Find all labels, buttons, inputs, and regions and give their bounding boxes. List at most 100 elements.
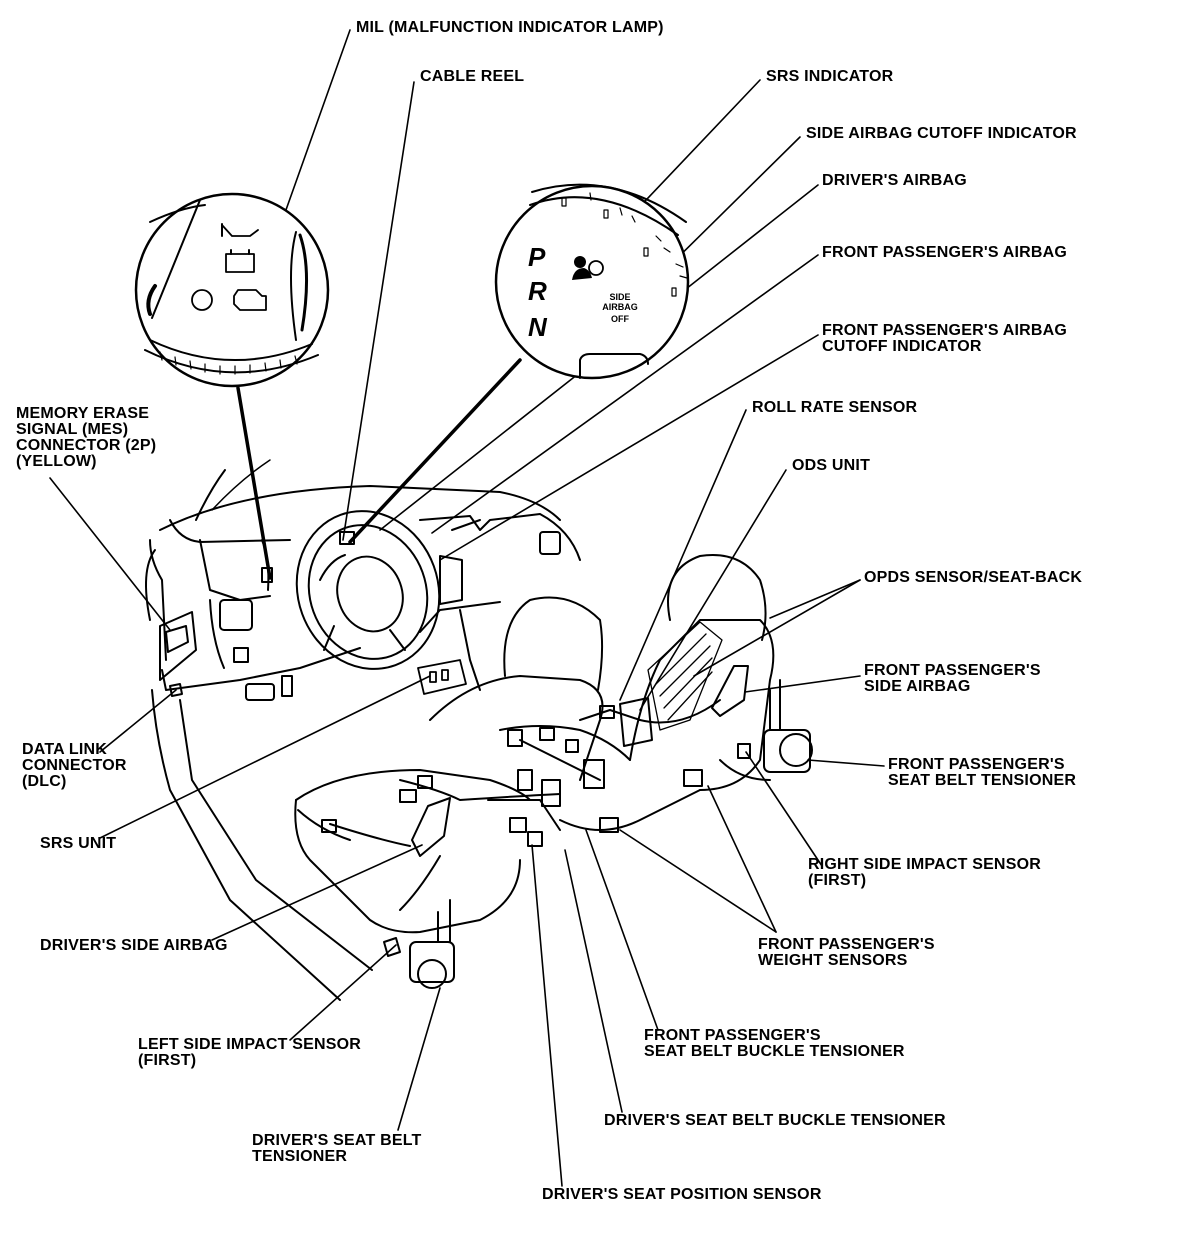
label-pass-buckle-line-1: FRONT PASSENGER'S (644, 1027, 821, 1044)
label-front-passengers-side-airbag: FRONT PASSENGER'S SIDE AIRBAG (864, 663, 1041, 695)
label-drivers-seat-belt-tensioner: DRIVER'S SEAT BELT TENSIONER (252, 1133, 422, 1165)
label-weight-line-1: FRONT PASSENGER'S (758, 936, 935, 953)
left-gauge-detail (134, 192, 330, 388)
label-side-airbag-cutoff-indicator: SIDE AIRBAG CUTOFF INDICATOR (806, 126, 1077, 142)
label-opds-sensor-seat-back: OPDS SENSOR/SEAT-BACK (864, 570, 1082, 586)
label-front-passengers-airbag: FRONT PASSENGER'S AIRBAG (822, 245, 1067, 261)
label-mes-line-4: (YELLOW) (16, 453, 97, 470)
label-seat-position-line-1: DRIVER'S SEAT POSITION SENSOR (542, 1186, 822, 1203)
label-ods-unit: ODS UNIT (792, 458, 870, 474)
label-mil: MIL (MALFUNCTION INDICATOR LAMP) (356, 20, 664, 36)
label-left-impact-line-1: LEFT SIDE IMPACT SENSOR (138, 1036, 361, 1053)
label-mes-line-1: MEMORY ERASE (16, 405, 150, 422)
label-roll-rate-sensor: ROLL RATE SENSOR (752, 400, 917, 416)
leader-ods-unit (639, 469, 787, 711)
leader-passenger-cutoff (439, 334, 819, 561)
label-drivers-airbag: DRIVER'S AIRBAG (822, 173, 967, 189)
label-right-impact-line-1: RIGHT SIDE IMPACT SENSOR (808, 856, 1041, 873)
leader-pass-buckle (585, 829, 659, 1031)
leader-mil (275, 29, 351, 239)
label-mes-connector: MEMORY ERASE SIGNAL (MES) CONNECTOR (2P)… (16, 406, 156, 470)
gear-p-text: P (528, 242, 546, 272)
leader-drv-tensioner (397, 987, 441, 1131)
label-front-passengers-seat-belt-tensioner: FRONT PASSENGER'S SEAT BELT TENSIONER (888, 757, 1076, 789)
dlc-connector (169, 683, 183, 697)
label-ods-unit-line-1: ODS UNIT (792, 457, 871, 474)
dashboard (145, 459, 581, 1001)
label-cable-reel: CABLE REEL (420, 69, 524, 85)
leader-roll-rate (619, 409, 747, 701)
label-front-passengers-weight-sensors: FRONT PASSENGER'S WEIGHT SENSORS (758, 937, 935, 969)
label-srs-indicator: SRS INDICATOR (766, 69, 893, 85)
label-mes-line-2: SIGNAL (MES) (16, 421, 129, 438)
label-drivers-seat-belt-buckle-tensioner: DRIVER'S SEAT BELT BUCKLE TENSIONER (604, 1113, 946, 1129)
label-front-passengers-seat-belt-buckle-tensioner: FRONT PASSENGER'S SEAT BELT BUCKLE TENSI… (644, 1028, 905, 1060)
label-left-impact-line-2: (FIRST) (138, 1052, 197, 1069)
label-pass-tensioner-line-2: SEAT BELT TENSIONER (888, 772, 1077, 789)
leader-right-impact (745, 751, 823, 867)
leader-passenger-airbag (431, 254, 819, 534)
label-dlc-line-2: CONNECTOR (22, 757, 127, 774)
label-passenger-cutoff-line-2: CUTOFF INDICATOR (822, 338, 982, 355)
steering-wheel (295, 510, 441, 670)
leader-opds-1 (769, 579, 861, 619)
leader-seat-position (531, 844, 563, 1187)
gear-r-text: R (528, 276, 547, 306)
label-drv-tensioner-line-2: TENSIONER (252, 1148, 348, 1165)
leader-mes (49, 477, 171, 631)
label-dlc-line-1: DATA LINK (22, 741, 108, 758)
leader-cable-reel (342, 81, 415, 541)
label-opds-line-1: OPDS SENSOR/SEAT-BACK (864, 569, 1083, 586)
label-dlc-line-3: (DLC) (22, 773, 67, 790)
passenger-seat (487, 554, 813, 847)
leader-weight-2 (619, 829, 777, 933)
label-drivers-seat-position-sensor: DRIVER'S SEAT POSITION SENSOR (542, 1187, 822, 1203)
leader-passenger-side-airbag (744, 675, 861, 693)
leader-drv-side-airbag (211, 844, 423, 941)
srs-unit (417, 659, 467, 695)
leader-lines (49, 29, 885, 1187)
right-gauge-detail (494, 183, 690, 380)
side-airbag-off-line-2: AIRBAG (602, 302, 638, 312)
label-cable-reel-line-1: CABLE REEL (420, 68, 525, 85)
leader-srs-unit (99, 675, 431, 839)
label-srs-indicator-line-1: SRS INDICATOR (766, 68, 894, 85)
label-mes-line-3: CONNECTOR (2P) (16, 437, 157, 454)
label-drivers-airbag-line-1: DRIVER'S AIRBAG (822, 172, 967, 189)
leader-left-impact (289, 944, 397, 1041)
label-front-passengers-airbag-line-1: FRONT PASSENGER'S AIRBAG (822, 244, 1068, 261)
side-airbag-off-line-1: SIDE (609, 292, 630, 302)
label-left-side-impact-sensor: LEFT SIDE IMPACT SENSOR (FIRST) (138, 1037, 361, 1069)
driver-seat (294, 596, 604, 989)
leader-dlc (99, 689, 177, 753)
side-airbag-off-line-3: OFF (611, 314, 629, 324)
label-srs-unit: SRS UNIT (40, 836, 116, 852)
label-pass-buckle-line-2: SEAT BELT BUCKLE TENSIONER (644, 1043, 905, 1060)
label-pass-tensioner-line-1: FRONT PASSENGER'S (888, 756, 1065, 773)
label-weight-line-2: WEIGHT SENSORS (758, 952, 908, 969)
label-pass-side-airbag-line-1: FRONT PASSENGER'S (864, 662, 1041, 679)
arrow-right-gauge (348, 358, 522, 544)
label-side-airbag-cutoff-indicator-line-1: SIDE AIRBAG CUTOFF INDICATOR (806, 125, 1077, 142)
leader-passenger-tensioner (807, 759, 885, 767)
label-pass-side-airbag-line-2: SIDE AIRBAG (864, 678, 971, 695)
leader-weight-1 (707, 785, 777, 933)
label-passenger-cutoff-line-1: FRONT PASSENGER'S AIRBAG (822, 322, 1068, 339)
label-srs-unit-line-1: SRS UNIT (40, 835, 117, 852)
label-drv-side-airbag-line-1: DRIVER'S SIDE AIRBAG (40, 937, 228, 954)
label-data-link-connector: DATA LINK CONNECTOR (DLC) (22, 742, 127, 790)
gear-n-text: N (528, 312, 548, 342)
label-front-passengers-airbag-cutoff-indicator: FRONT PASSENGER'S AIRBAG CUTOFF INDICATO… (822, 323, 1067, 355)
leader-opds-2 (693, 579, 861, 677)
label-drivers-side-airbag: DRIVER'S SIDE AIRBAG (40, 938, 228, 954)
mes-connector (159, 611, 197, 681)
label-drv-buckle-line-1: DRIVER'S SEAT BELT BUCKLE TENSIONER (604, 1112, 946, 1129)
label-mil-line-1: MIL (MALFUNCTION INDICATOR LAMP) (356, 19, 664, 36)
label-roll-rate-sensor-line-1: ROLL RATE SENSOR (752, 399, 918, 416)
label-right-impact-line-2: (FIRST) (808, 872, 867, 889)
label-drv-tensioner-line-1: DRIVER'S SEAT BELT (252, 1132, 422, 1149)
label-right-side-impact-sensor: RIGHT SIDE IMPACT SENSOR (FIRST) (808, 857, 1041, 889)
leader-drv-buckle (564, 849, 623, 1113)
